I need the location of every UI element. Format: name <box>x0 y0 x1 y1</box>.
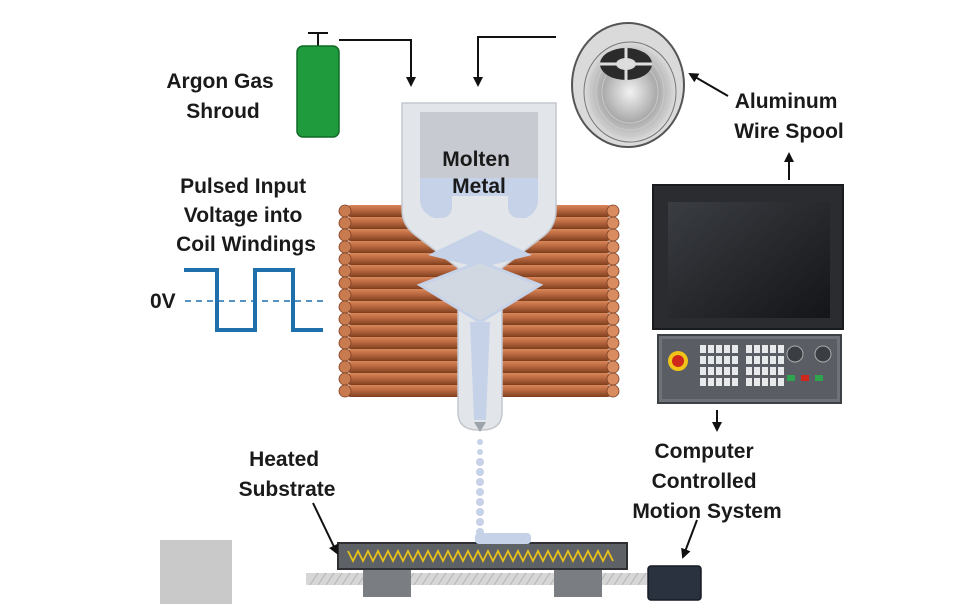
spool-label: Aluminum Wire Spool <box>734 90 843 143</box>
spool-label-line2: Wire Spool <box>734 120 843 143</box>
stepper-motor <box>647 565 702 601</box>
argon-label: Argon Gas Shroud <box>166 70 279 123</box>
pulsed-label-line2: Voltage into <box>184 204 303 227</box>
pulsed-waveform <box>184 268 323 332</box>
channel-upper <box>428 230 532 268</box>
wire-spool-icon <box>571 22 685 148</box>
droplet <box>477 439 483 445</box>
droplet <box>476 468 484 476</box>
molten-label: Molten Metal <box>442 148 516 198</box>
molten-label-line1: Molten <box>442 148 510 171</box>
droplet <box>476 498 484 506</box>
molten-label-line2: Metal <box>452 175 506 198</box>
wire-feed-arrow <box>473 36 556 87</box>
droplet <box>476 488 484 496</box>
droplet <box>476 518 484 526</box>
motion-label-line3: Motion System <box>632 500 781 523</box>
droplet <box>476 458 484 466</box>
substrate-label: Heated Substrate <box>239 448 336 501</box>
droplet <box>477 449 483 455</box>
crucible-nozzle <box>401 102 557 432</box>
motion-stage <box>160 533 702 604</box>
heater-element <box>347 548 614 564</box>
stage-block-left <box>363 567 411 597</box>
zero-volt-label: 0V <box>150 290 176 313</box>
motion-label: Computer Controlled Motion System <box>632 440 781 523</box>
substrate-label-line2: Substrate <box>239 478 336 501</box>
reservoir-headspace <box>420 112 538 178</box>
argon-label-line2: Shroud <box>186 100 260 123</box>
droplet <box>476 478 484 486</box>
nozzle-tip <box>474 422 486 432</box>
motion-label-line2: Controlled <box>652 470 757 493</box>
argon-label-line1: Argon Gas <box>166 70 273 93</box>
molten-metal <box>420 178 538 218</box>
pulsed-label-line3: Coil Windings <box>176 233 316 256</box>
motion-pointer-arrow <box>681 519 698 559</box>
substrate-pointer-arrow <box>312 502 339 555</box>
spool-label-line1: Aluminum <box>735 90 838 113</box>
motion-label-line1: Computer <box>654 440 753 463</box>
pulsed-label: Pulsed Input Voltage into Coil Windings <box>176 175 316 256</box>
pulsed-label-line1: Pulsed Input <box>180 175 306 198</box>
argon-feed-arrow <box>339 39 416 87</box>
diamond-chamber <box>416 260 544 324</box>
gas-cylinder-icon <box>296 32 340 138</box>
spool-pointer-arrow <box>688 72 729 97</box>
stage-block-right <box>554 567 602 597</box>
gray-block <box>160 540 232 604</box>
cnc-control-panel-icon <box>652 184 844 404</box>
deposited-metal <box>475 533 531 544</box>
droplet <box>476 508 484 516</box>
substrate-label-line1: Heated <box>249 448 319 471</box>
nozzle-channel <box>470 322 490 420</box>
droplet-stream <box>476 439 484 536</box>
